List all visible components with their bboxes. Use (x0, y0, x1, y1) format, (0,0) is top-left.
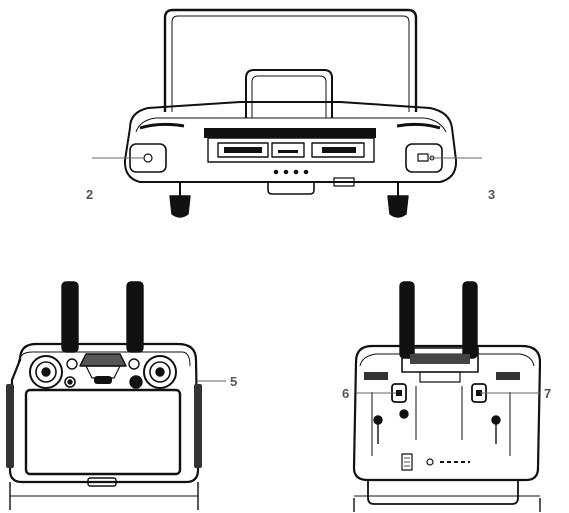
callout-number-2: 2 (86, 187, 93, 202)
remote-controller-front-view-icon (6, 281, 202, 510)
callout-number-6: 6 (342, 386, 349, 401)
remote-controller-top-view-icon (123, 8, 458, 218)
callout-number-5: 5 (230, 374, 237, 389)
callout-number-3: 3 (488, 187, 495, 202)
callout-number-7: 7 (544, 386, 551, 401)
remote-controller-back-view-icon (352, 281, 542, 512)
